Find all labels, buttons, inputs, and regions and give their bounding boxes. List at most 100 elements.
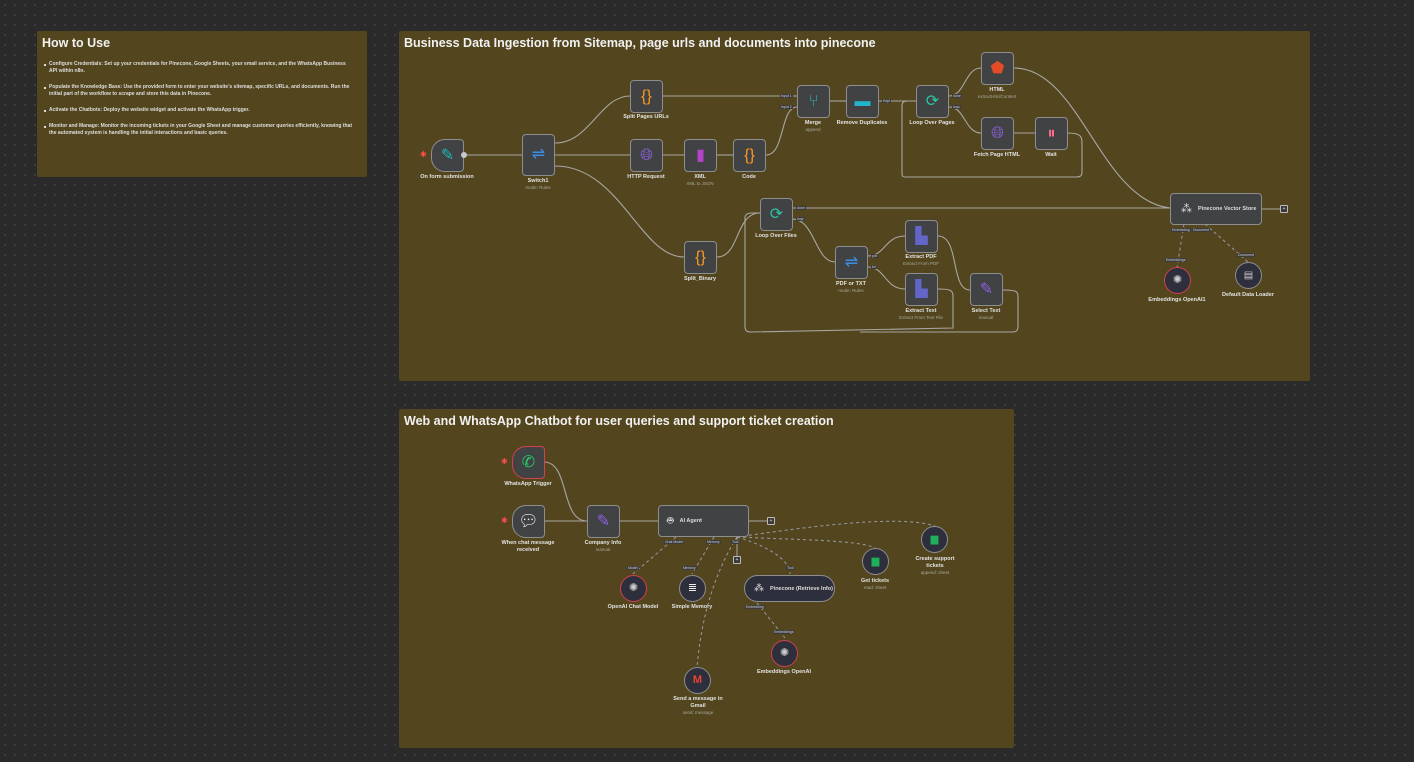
how-to-use-item: Populate the Knowledge Base: Use the pro… bbox=[44, 84, 354, 98]
loop-icon: ⟳ bbox=[769, 205, 784, 223]
code-braces-icon: {} bbox=[744, 146, 755, 164]
node-remove-duplicates[interactable]: ▬ bbox=[846, 85, 879, 118]
node-label: Get tickets bbox=[860, 578, 890, 584]
output-port[interactable] bbox=[461, 152, 467, 158]
node-pinecone-vector-store[interactable]: ⁂ Pinecone Vector Store bbox=[1170, 193, 1262, 225]
node-code[interactable]: {} bbox=[733, 139, 766, 172]
globe-icon: 🌐︎ bbox=[640, 146, 653, 164]
chat-icon: 💬︎ bbox=[518, 512, 539, 530]
node-create-support-tickets[interactable]: ▆ bbox=[921, 526, 948, 553]
how-to-use-item: Monitor and Manage: Monitor the incoming… bbox=[44, 123, 352, 136]
node-loop-over-pages[interactable]: ⟳ bbox=[916, 85, 949, 118]
node-simple-memory[interactable]: ≣ bbox=[679, 575, 706, 602]
node-ai-agent[interactable]: 🤖︎ AI Agent bbox=[658, 505, 749, 537]
code-braces-icon: {} bbox=[641, 87, 652, 105]
node-html[interactable]: ⬟ bbox=[981, 52, 1014, 85]
node-label: Create support tickets bbox=[915, 556, 955, 569]
port-label: pdf bbox=[871, 254, 878, 258]
remove-duplicates-icon: ▬ bbox=[854, 92, 871, 110]
port-label: Document bbox=[1237, 253, 1255, 257]
node-select-text[interactable]: ✎ bbox=[970, 273, 1003, 306]
node-subtitle: append: sheet bbox=[920, 570, 950, 575]
extract-file-icon: ▙ bbox=[915, 280, 928, 298]
port-label: loop bbox=[796, 217, 805, 221]
node-whatsapp-trigger[interactable]: ✆ bbox=[512, 446, 545, 479]
node-subtitle: Extract From PDF bbox=[902, 261, 939, 266]
node-extract-text[interactable]: ▙ bbox=[905, 273, 938, 306]
node-label: OpenAI Chat Model bbox=[607, 604, 659, 610]
node-pdf-or-txt[interactable]: ⇌ bbox=[835, 246, 868, 279]
loop-icon: ⟳ bbox=[925, 92, 940, 110]
how-to-use-title: How to Use bbox=[42, 36, 111, 50]
node-label: Split_Binary bbox=[683, 276, 717, 282]
node-xml[interactable]: ▮ bbox=[684, 139, 717, 172]
globe-icon: 🌐︎ bbox=[991, 124, 1004, 142]
node-label: PDF or TXT bbox=[836, 281, 866, 287]
node-loop-over-files[interactable]: ⟳ bbox=[760, 198, 793, 231]
node-extract-pdf[interactable]: ▙ bbox=[905, 220, 938, 253]
node-label: Remove Duplicates bbox=[836, 120, 888, 126]
xml-file-icon: ▮ bbox=[696, 146, 705, 164]
port-label: Model bbox=[627, 566, 639, 570]
port-label: Tool bbox=[786, 566, 795, 570]
node-label: Company Info bbox=[584, 540, 622, 546]
port-label: Embeddings bbox=[773, 630, 795, 634]
node-label: AI Agent bbox=[679, 518, 703, 524]
pinecone-icon: ⁂ bbox=[754, 582, 764, 594]
port-label: done bbox=[952, 94, 962, 98]
node-label: Embeddings OpenAI bbox=[756, 669, 812, 675]
port-label: Memory bbox=[706, 540, 721, 544]
port-label: Embedding bbox=[745, 605, 765, 609]
node-merge[interactable]: ⑂ bbox=[797, 85, 830, 118]
node-chat-trigger[interactable]: 💬︎ bbox=[512, 505, 545, 538]
node-split-binary[interactable]: {} bbox=[684, 241, 717, 274]
node-subtitle: mode: Rules bbox=[838, 288, 864, 293]
node-get-tickets[interactable]: ▆ bbox=[862, 548, 889, 575]
port-label: done bbox=[796, 206, 806, 210]
node-wait[interactable]: ⏸︎ bbox=[1035, 117, 1068, 150]
port-label: Embedding bbox=[1171, 228, 1191, 232]
openai-icon: ✺ bbox=[1172, 274, 1183, 286]
node-embeddings-openai[interactable]: ✺ bbox=[771, 640, 798, 667]
node-pinecone-retrieve-info[interactable]: ⁂ Pinecone (Retrieve Info) bbox=[744, 575, 835, 602]
node-http-request[interactable]: 🌐︎ bbox=[630, 139, 663, 172]
node-subtitle: XML to JSON bbox=[686, 181, 714, 186]
node-embeddings-openai1[interactable]: ✺ bbox=[1164, 267, 1191, 294]
database-icon: ≣ bbox=[687, 582, 698, 594]
node-company-info[interactable]: ✎ bbox=[587, 505, 620, 538]
port-label: Embeddings bbox=[1165, 258, 1187, 262]
node-switch1[interactable]: ⇌ bbox=[522, 134, 555, 176]
node-openai-chat-model[interactable]: ✺ bbox=[620, 575, 647, 602]
add-node-button[interactable]: + bbox=[767, 517, 775, 525]
openai-icon: ✺ bbox=[628, 582, 639, 594]
code-braces-icon: {} bbox=[695, 248, 706, 266]
google-sheets-icon: ▆ bbox=[871, 555, 880, 567]
how-to-use-item: Activate the Chatbots: Deploy the websit… bbox=[44, 107, 354, 114]
node-label: Select Text bbox=[971, 308, 1001, 314]
node-subtitle: manual bbox=[978, 315, 994, 320]
port-label: Input 1 bbox=[780, 94, 793, 98]
node-on-form-submission[interactable]: ✎ bbox=[431, 139, 464, 172]
chatbot-title: Web and WhatsApp Chatbot for user querie… bbox=[404, 414, 834, 428]
extract-file-icon: ▙ bbox=[915, 227, 928, 245]
add-tool-button[interactable]: + bbox=[733, 556, 741, 564]
node-label: Pinecone (Retrieve Info) bbox=[770, 585, 833, 592]
merge-icon: ⑂ bbox=[808, 92, 819, 110]
node-label: Split Pages URLs bbox=[623, 114, 669, 120]
node-subtitle: Extract From Text File bbox=[899, 315, 943, 320]
node-label: On form submission bbox=[420, 174, 474, 180]
node-label: XML bbox=[694, 174, 706, 180]
node-label: Merge bbox=[804, 120, 822, 126]
sticky-note-how-to-use[interactable]: How to Use Configure Credentials: Set up… bbox=[37, 31, 367, 177]
add-node-button[interactable]: + bbox=[1280, 205, 1288, 213]
node-label: Embeddings OpenAI1 bbox=[1148, 297, 1206, 303]
whatsapp-icon: ✆ bbox=[521, 453, 536, 471]
node-send-gmail[interactable]: M bbox=[684, 667, 711, 694]
node-label: Extract Text bbox=[905, 308, 937, 314]
html5-icon: ⬟ bbox=[990, 59, 1005, 77]
port-label: Tool bbox=[731, 540, 740, 544]
node-fetch-page-html[interactable]: 🌐︎ bbox=[981, 117, 1014, 150]
openai-icon: ✺ bbox=[779, 647, 790, 659]
node-split-pages-urls[interactable]: {} bbox=[630, 80, 663, 113]
node-default-data-loader[interactable]: ▤ bbox=[1235, 262, 1262, 289]
